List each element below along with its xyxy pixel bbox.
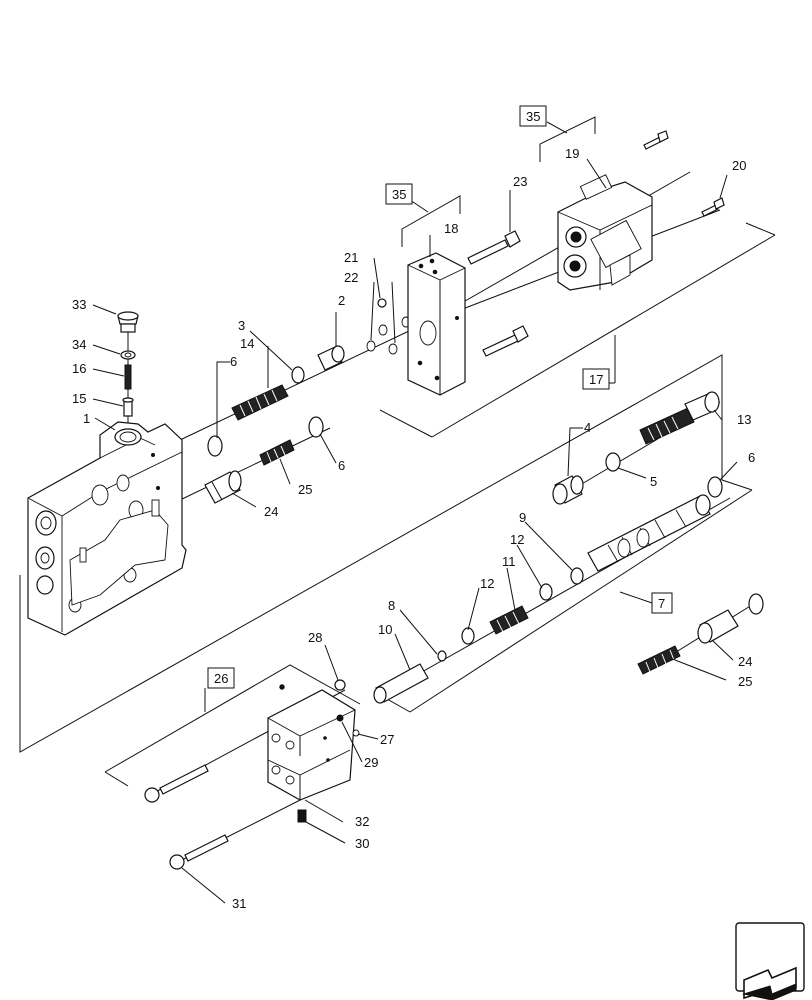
spring-16 [124, 364, 132, 390]
callout-22: 22 [344, 270, 358, 285]
leader-lines [92, 158, 738, 904]
callout-13: 13 [737, 412, 751, 427]
callout-24-right: 24 [738, 654, 752, 669]
callout-23: 23 [513, 174, 527, 189]
bolt-23-upper [467, 230, 521, 265]
callout-2: 2 [338, 293, 345, 308]
group-bracket-35b [539, 116, 596, 162]
cap-2 [317, 345, 345, 371]
pin-10 [373, 663, 429, 704]
box-26: 26 [214, 671, 228, 686]
callout-6-left: 6 [230, 354, 237, 369]
callout-6-right: 6 [748, 450, 755, 465]
ring-3 [291, 366, 305, 384]
callout-10: 10 [378, 622, 392, 637]
spring-13-assy [639, 391, 720, 445]
ball-29 [336, 714, 344, 722]
callout-24-left: 24 [264, 504, 278, 519]
callout-31: 31 [232, 896, 246, 911]
plug-33 [117, 311, 139, 333]
ring-12-upper [539, 583, 553, 601]
group-bracket-35a [401, 195, 461, 247]
ball-21 [377, 298, 387, 308]
bolt-20 [701, 197, 725, 217]
callout-25-right: 25 [738, 674, 752, 689]
callout-12-lower: 12 [480, 576, 494, 591]
ring-28 [334, 679, 346, 691]
block-18 [407, 252, 466, 396]
group-bracket-17 [19, 222, 776, 753]
cover-32 [267, 689, 356, 801]
group-label-35b: 35 [519, 105, 547, 127]
callout-12-upper: 12 [510, 532, 524, 547]
plug-27 [352, 729, 360, 737]
solenoid-19 [557, 174, 653, 291]
oring-6-lower [308, 416, 324, 438]
callout-6-mid: 6 [338, 458, 345, 473]
cap-4 [552, 475, 584, 505]
pin-15 [122, 397, 134, 417]
callout-labels: 1 2 3 4 5 6 6 6 8 9 10 11 12 12 13 14 15… [72, 146, 755, 911]
callout-30: 30 [355, 836, 369, 851]
bolt-31-upper [144, 764, 209, 803]
spring-25-right [637, 645, 681, 675]
screw-30 [297, 809, 307, 823]
box-17: 17 [589, 372, 603, 387]
callout-9: 9 [519, 510, 526, 525]
ring-5 [605, 452, 621, 472]
spool-7 [587, 494, 711, 572]
bolt-19-top [643, 130, 669, 150]
callout-15: 15 [72, 391, 86, 406]
spring-25-left [259, 439, 295, 466]
callout-8: 8 [388, 598, 395, 613]
callout-14: 14 [240, 336, 254, 351]
callout-32: 32 [355, 814, 369, 829]
callout-33: 33 [72, 297, 86, 312]
washer-8 [437, 650, 447, 662]
valve-body [27, 421, 187, 636]
arrow-icon[interactable] [735, 922, 805, 1000]
group-label-17: 17 [582, 368, 610, 390]
ring-12-lower [461, 627, 475, 645]
group-bracket-7 [379, 489, 753, 713]
callout-25-left: 25 [298, 482, 312, 497]
dot-top [279, 684, 285, 690]
box-7: 7 [658, 596, 665, 611]
plug-24-right [697, 593, 764, 644]
callout-28: 28 [308, 630, 322, 645]
spring-14 [231, 384, 289, 421]
group-bracket-26 [104, 664, 361, 787]
callout-27: 27 [380, 732, 394, 747]
callout-34: 34 [72, 337, 86, 352]
callout-5: 5 [650, 474, 657, 489]
bolt-23-lower [482, 325, 529, 357]
spring-11 [489, 605, 529, 635]
group-label-35a: 35 [385, 183, 413, 205]
callout-18: 18 [444, 221, 458, 236]
orings-22 [366, 316, 411, 355]
callout-29: 29 [364, 755, 378, 770]
group-label-7: 7 [651, 592, 673, 614]
callout-16: 16 [72, 361, 86, 376]
washer-34 [120, 350, 136, 360]
callout-1: 1 [83, 411, 90, 426]
bolt-31-lower [169, 834, 229, 870]
oring-6-upper [207, 435, 223, 457]
callout-20: 20 [732, 158, 746, 173]
ring-6-right [707, 476, 723, 498]
box-35-right: 35 [526, 109, 540, 124]
ring-9 [570, 567, 584, 585]
callout-11: 11 [502, 554, 516, 569]
group-label-26: 26 [207, 667, 235, 689]
callout-19: 19 [565, 146, 579, 161]
box-35-left: 35 [392, 187, 406, 202]
callout-3: 3 [238, 318, 245, 333]
callout-4: 4 [584, 420, 591, 435]
plug-24-left [204, 470, 242, 504]
callout-21: 21 [344, 250, 358, 265]
